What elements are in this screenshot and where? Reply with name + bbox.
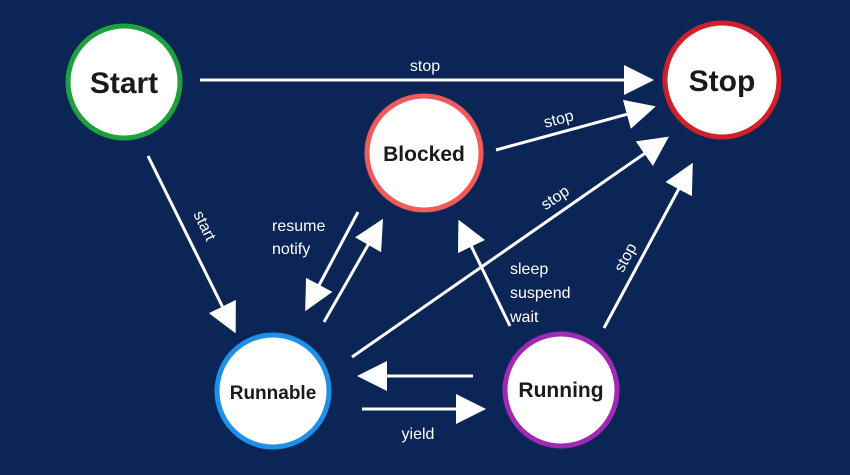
node-runnable-circle [214, 332, 332, 450]
edge-label-yield: yield [402, 426, 435, 443]
edge-label-resume: resume [272, 218, 325, 235]
node-start: Start [65, 23, 183, 141]
node-start-label: Start [90, 67, 158, 100]
node-running-circle [502, 331, 620, 449]
edge-runnable-to-blocked [322, 218, 383, 323]
edge-running-to-blocked [457, 219, 512, 327]
edge-label-suspend: suspend [510, 285, 571, 302]
edge-blocked-stop [495, 99, 656, 152]
edge-blocked-to-runnable [305, 211, 360, 312]
edge-runnable-stop [351, 136, 669, 359]
node-start-circle [65, 23, 183, 141]
node-running-label: Running [518, 379, 603, 402]
node-stop-circle [662, 20, 782, 140]
edge-label-start-stop: stop [410, 58, 440, 75]
edge-start-runnable [146, 155, 236, 334]
edge-running-stop [602, 162, 693, 329]
node-stop: Stop [662, 20, 782, 140]
node-blocked-circle [364, 93, 484, 213]
edge-label-sleep: sleep [510, 261, 548, 278]
node-running: Running [502, 331, 620, 449]
edge-label-notify: notify [272, 241, 310, 258]
node-blocked-label: Blocked [383, 143, 465, 166]
edge-label-wait: wait [509, 309, 539, 326]
node-blocked: Blocked [364, 93, 484, 213]
node-runnable: Runnable [214, 332, 332, 450]
node-runnable-label: Runnable [230, 383, 317, 404]
node-stop-label: Stop [689, 65, 756, 98]
